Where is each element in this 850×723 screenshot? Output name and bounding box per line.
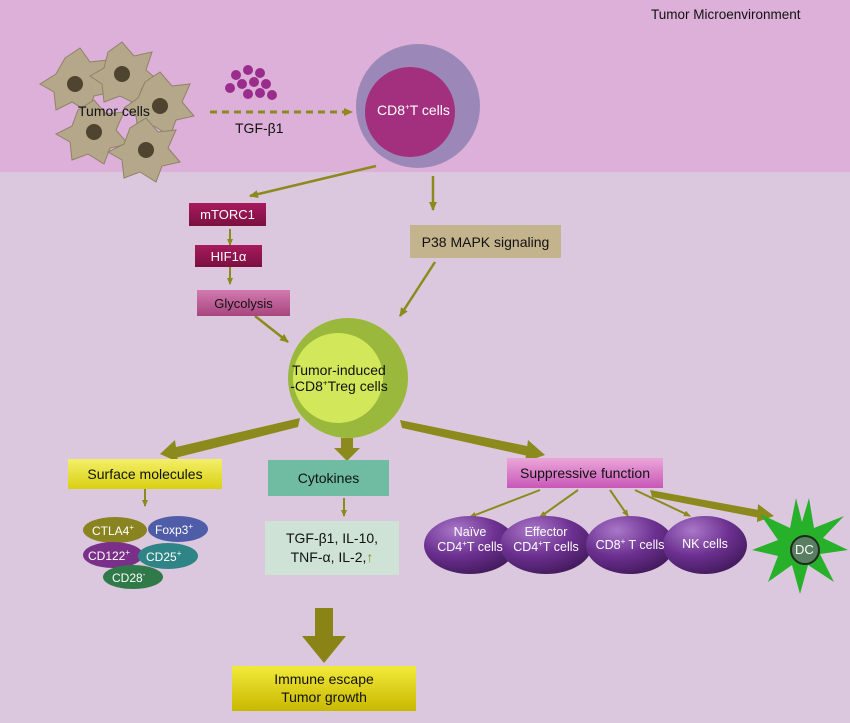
box-suppressive-function: Suppressive function [507,458,663,488]
box-cytokines: Cytokines [268,460,389,496]
label-dc: DC [795,542,814,557]
dc-core [790,535,820,565]
marker-oval-foxp3 [148,516,208,542]
target-oval-cd8 [586,516,674,574]
marker-oval-cd122 [83,542,143,568]
label-tumor-cells: Tumor cells [78,103,150,119]
label-tgf-beta1: TGF-β1 [235,120,284,136]
box-hif1a: HIF1α [195,245,262,267]
target-oval-effector-cd4 [500,516,592,574]
box-immune-escape: Immune escape Tumor growth [232,666,416,711]
marker-label-cd122: CD122+ [88,548,131,563]
arrow-treg-to-cytokines [334,438,360,461]
target-label-effector-cd4: Effector CD4+T cells [513,525,579,555]
arrow-p38-to-treg [398,261,437,317]
marker-oval-cd25 [138,543,198,569]
box-p38-mapk: P38 MAPK signaling [410,225,561,258]
marker-label-foxp3: Foxp3+ [155,522,194,537]
marker-oval-cd28 [103,565,163,589]
box-cytokine-list: TGF-β1, IL-10, TNF-α, IL-2,↑ [265,521,399,575]
arrow-treg-to-suppressive [400,420,528,456]
tgf-beta1-molecules [225,65,277,100]
marker-label-cd25: CD25+ [146,549,182,564]
box-surface-molecules: Surface molecules [68,459,222,489]
title-tumor-microenvironment: Tumor Microenvironment [651,7,801,22]
up-arrow-icon: ↑ [366,549,374,565]
box-mtorc1: mTORC1 [189,203,266,226]
target-label-cd8: CD8+ T cells [595,537,665,553]
cd8-t-cell-inner [365,67,455,157]
tumor-nuclei [67,66,168,158]
big-arrow-to-escape [302,608,346,663]
arrow-cd8-to-mtorc1 [249,164,377,199]
label-treg-cells: Tumor-induced -CD8+Treg cells [290,362,388,395]
marker-oval-ctla4 [83,517,147,543]
marker-label-cd28: CD28- [112,570,146,585]
target-label-naive-cd4: Naïve CD4+T cells [437,525,503,555]
arrow-treg-to-surface [172,418,300,458]
target-oval-naive-cd4 [424,516,516,574]
label-cd8-t-cells: CD8+T cells [377,102,450,118]
target-oval-nk [663,516,747,574]
target-label-nk: NK cells [682,537,728,551]
arrow-glycolysis-to-treg [254,315,289,343]
box-glycolysis: Glycolysis [197,290,290,316]
marker-label-ctla4: CTLA4+ [92,523,135,538]
treg-cell-inner [293,333,383,423]
